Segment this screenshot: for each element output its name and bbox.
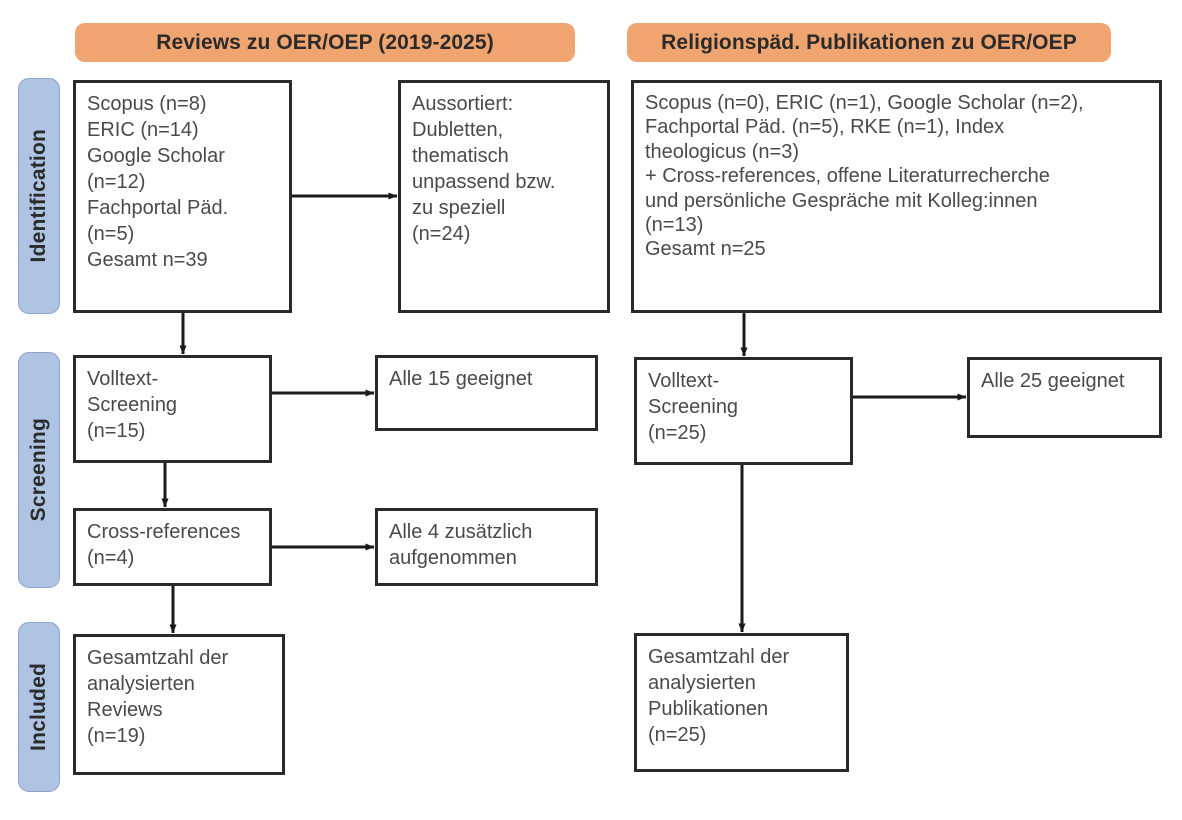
box-right-fulltext-eligible: Alle 25 geeignet	[967, 357, 1162, 438]
box-left-crossreferences-added: Alle 4 zusätzlich aufgenommen	[375, 508, 598, 586]
box-left-crossreferences: Cross-references (n=4)	[73, 508, 272, 586]
stage-label-included-text: Included	[27, 663, 50, 751]
box-left-excluded: Aussortiert: Dubletten, thematisch unpas…	[398, 80, 610, 313]
stage-label-identification: Identification	[18, 78, 60, 314]
box-left-identification-sources: Scopus (n=8) ERIC (n=14) Google Scholar …	[73, 80, 292, 313]
box-left-fulltext-eligible: Alle 15 geeignet	[375, 355, 598, 431]
stage-label-screening-text: Screening	[27, 418, 50, 522]
box-left-fulltext-screening: Volltext- Screening (n=15)	[73, 355, 272, 463]
box-left-included-total: Gesamtzahl der analysierten Reviews (n=1…	[73, 634, 285, 775]
box-right-included-total: Gesamtzahl der analysierten Publikatione…	[634, 633, 849, 772]
column-header-reviews: Reviews zu OER/OEP (2019-2025)	[75, 23, 575, 62]
column-header-publications: Religionspäd. Publikationen zu OER/OEP	[627, 23, 1111, 62]
stage-label-screening: Screening	[18, 352, 60, 588]
stage-label-included: Included	[18, 622, 60, 792]
stage-label-identification-text: Identification	[27, 129, 50, 263]
box-right-identification-sources: Scopus (n=0), ERIC (n=1), Google Scholar…	[631, 80, 1162, 313]
box-right-fulltext-screening: Volltext- Screening (n=25)	[634, 357, 853, 465]
